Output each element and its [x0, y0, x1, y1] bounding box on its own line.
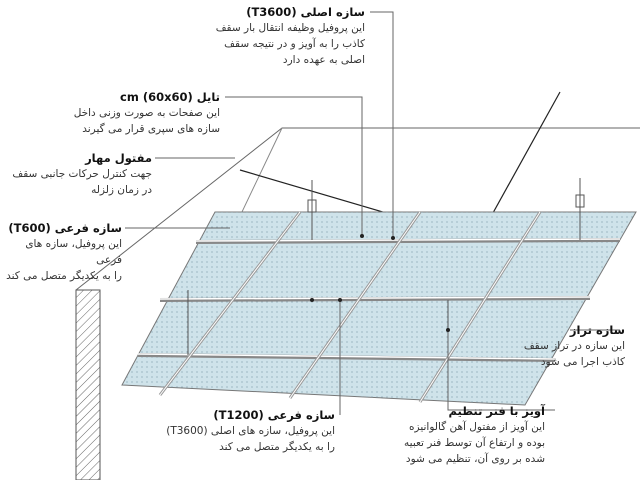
leader-lines [125, 11, 620, 415]
label-main-runner: سازه اصلی (T3600) این پروفیل وظیفه انتقا… [215, 5, 365, 66]
label-cross-t600: سازه فرعی (T600) این پروفیل، سازه های فر… [6, 221, 122, 282]
label-wall-angle: سازه تراز این سازه در تراز سقف کاذب اجرا… [523, 323, 625, 368]
wall [75, 289, 101, 480]
label-tile: تایل (60x60) cm این صفحات به صورت وزنی د… [73, 90, 220, 135]
label-brace-wire: مفتول مهار جهت کنترل حرکات جانبی سقف در … [12, 151, 152, 196]
label-hanger: آویز با فنر تنظیم این آویز از مفتول آهن … [404, 404, 545, 465]
label-cross-t1200: سازه فرعی (T1200) این پروفیل، سازه های ا… [166, 408, 335, 453]
